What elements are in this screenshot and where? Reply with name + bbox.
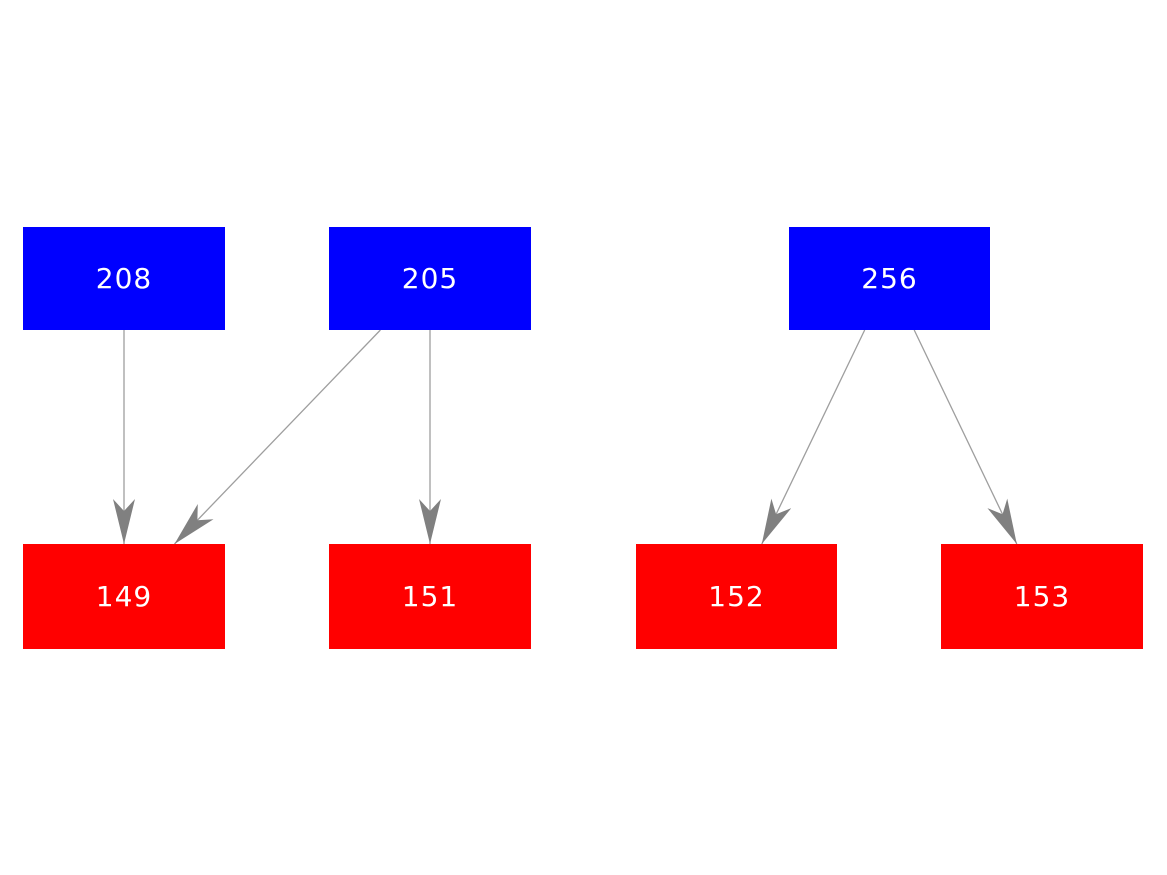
graph-node-153: 153 xyxy=(941,544,1143,649)
node-label: 256 xyxy=(861,261,918,295)
node-label: 208 xyxy=(95,261,153,295)
node-label: 205 xyxy=(401,261,459,295)
node-label: 151 xyxy=(401,579,459,613)
node-label: 149 xyxy=(95,579,153,613)
graph-node-149: 149 xyxy=(23,544,225,649)
edge-256-to-153 xyxy=(913,329,1018,545)
node-label: 152 xyxy=(708,579,765,613)
graph-node-208: 208 xyxy=(23,227,225,330)
graph-node-151: 151 xyxy=(329,544,531,649)
graph-node-152: 152 xyxy=(636,544,837,649)
node-label: 153 xyxy=(1013,579,1071,613)
edge-256-to-152 xyxy=(761,329,866,545)
graph-node-205: 205 xyxy=(329,227,531,330)
edge-205-to-149 xyxy=(174,329,381,545)
graph-node-256: 256 xyxy=(789,227,990,330)
